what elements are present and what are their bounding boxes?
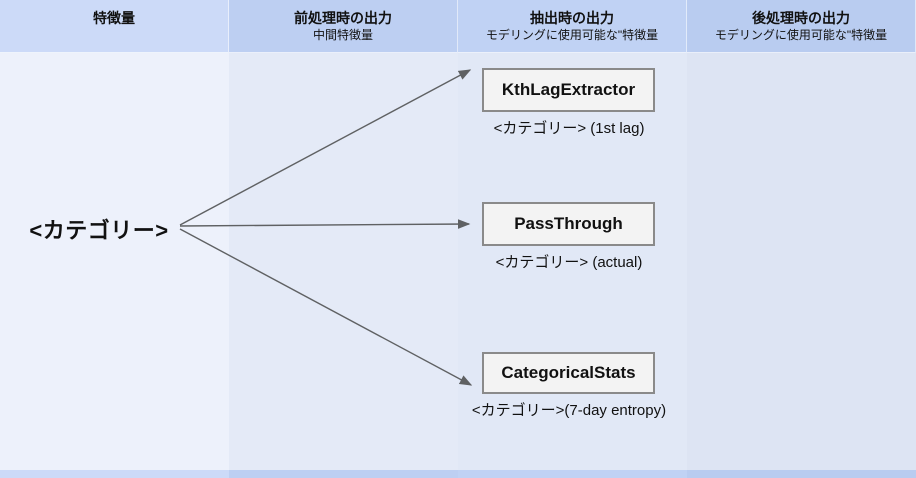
- arrow-to-categoricalstats: [179, 228, 473, 386]
- lane-subtitle: 中間特徴量: [312, 28, 373, 42]
- lane-footer-strip: [458, 470, 687, 478]
- lane-footer-strip: [687, 470, 916, 478]
- lane-title: 前処理時の出力: [294, 10, 392, 26]
- lane-header-features: 特徴量: [0, 0, 229, 53]
- node-categoricalstats: CategoricalStats: [482, 352, 655, 394]
- arrow-to-kthlagextractor: [179, 69, 472, 226]
- lane-title: 後処理時の出力: [752, 10, 850, 26]
- lane-body-features: [0, 53, 229, 470]
- node-kthlagextractor: KthLagExtractor: [482, 68, 655, 112]
- arrow-to-passthrough: [179, 219, 471, 229]
- lane-body-postprocess-output: [687, 53, 916, 470]
- node-caption-passthrough: <カテゴリー> (actual): [495, 254, 643, 271]
- lane-body-extract-output: [458, 53, 687, 470]
- lane-footer-strip: [229, 470, 458, 478]
- lane-header-postprocess-output: 後処理時の出力 モデリングに使用可能な"特徴量: [687, 0, 916, 53]
- node-passthrough: PassThrough: [482, 202, 655, 246]
- lane-subtitle: モデリングに使用可能な"特徴量: [714, 28, 888, 42]
- lane-header-extract-output: 抽出時の出力 モデリングに使用可能な"特徴量: [458, 0, 687, 53]
- lane-title: 特徴量: [93, 10, 135, 26]
- node-caption-kthlagextractor: <カテゴリー> (1st lag): [493, 120, 645, 137]
- lane-footer-strip: [0, 470, 229, 478]
- lane-subtitle: モデリングに使用可能な"特徴量: [485, 28, 659, 42]
- lane-header-preprocess-output: 前処理時の出力 中間特徴量: [229, 0, 458, 53]
- source-feature-label: <カテゴリー>: [29, 218, 169, 243]
- node-caption-categoricalstats: <カテゴリー>(7-day entropy): [471, 402, 667, 419]
- lane-body-preprocess-output: [229, 53, 458, 470]
- lane-title: 抽出時の出力: [530, 10, 614, 26]
